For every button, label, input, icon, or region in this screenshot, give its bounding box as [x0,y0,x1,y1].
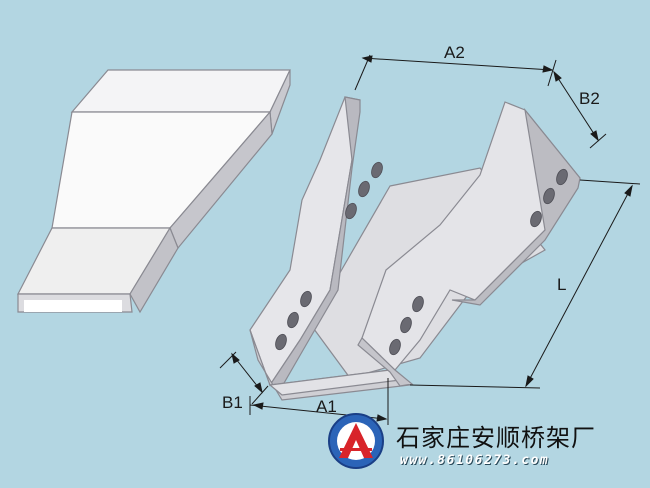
dimension-label-b2: B2 [579,89,600,108]
dimension-label-a1: A1 [316,397,337,416]
left-tray-figure [17,69,291,314]
dimension-label-l: L [557,275,566,294]
company-logo [328,413,384,469]
company-name: 石家庄安顺桥架厂 [396,424,596,452]
bolt-holes [275,161,568,356]
company-website: www.86106273.com [400,453,550,468]
reducer-tray-figure [249,96,581,401]
dimension-label-a2: A2 [444,43,465,62]
dimension-label-b1: B1 [222,393,243,412]
